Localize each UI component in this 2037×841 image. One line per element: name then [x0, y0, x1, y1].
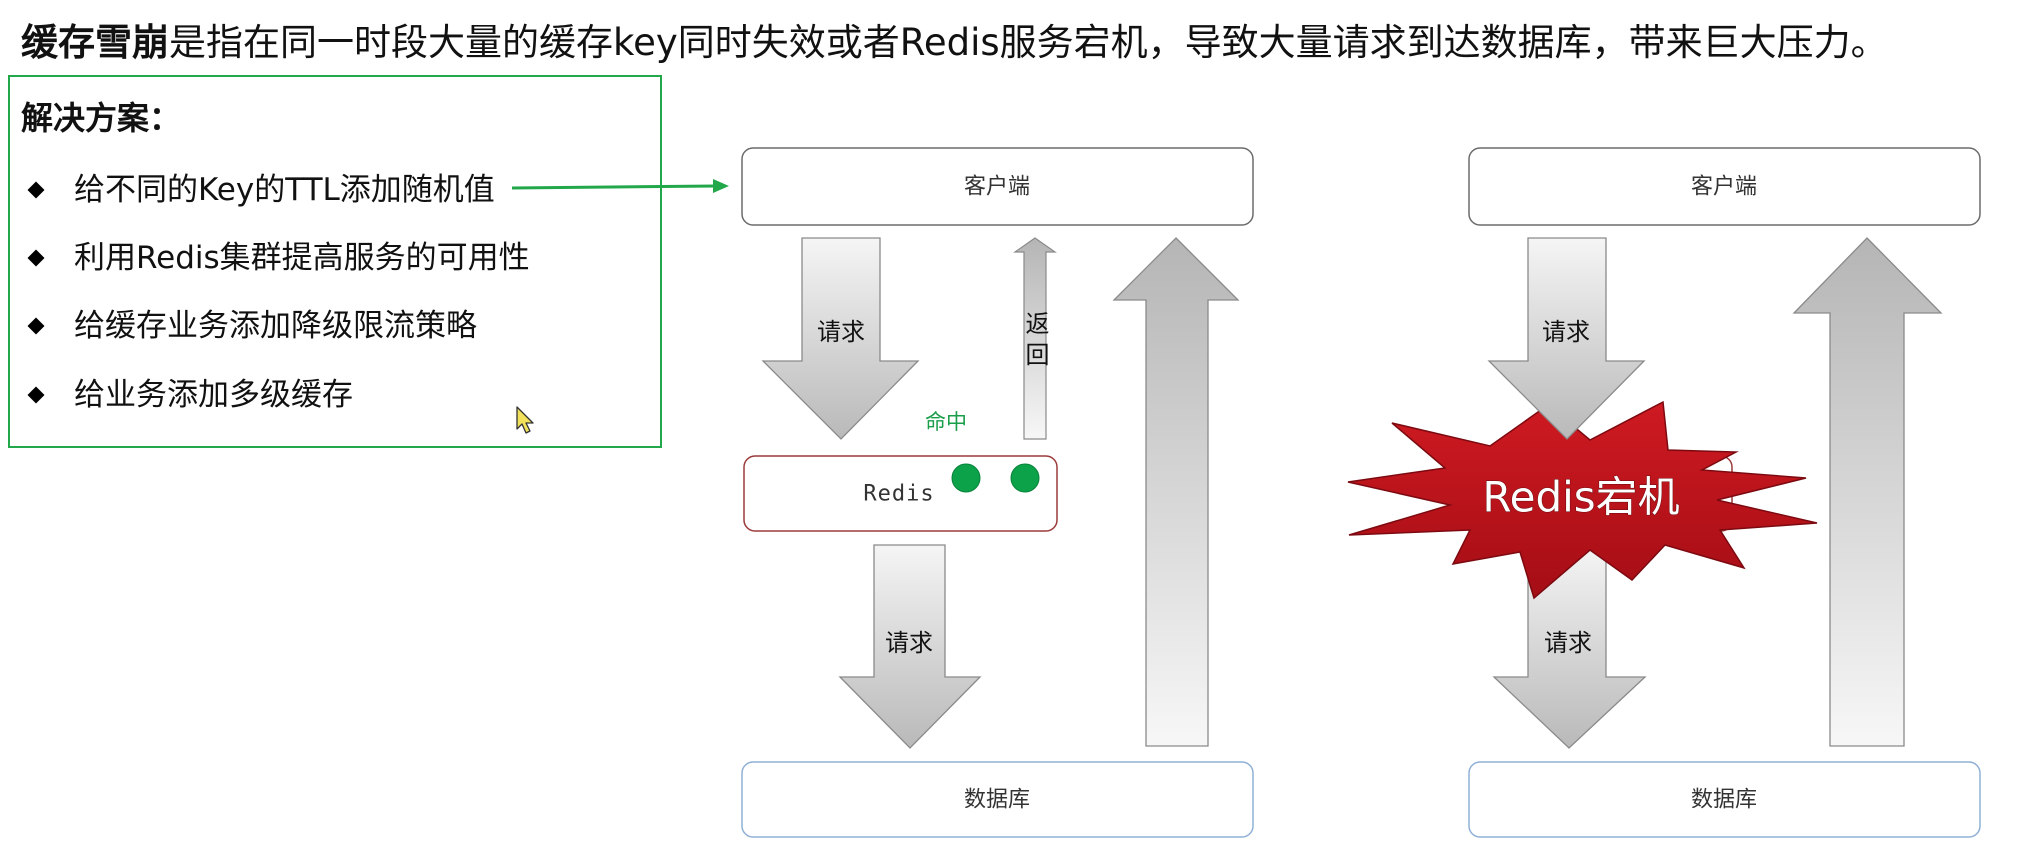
- solution-item: 给缓存业务添加降级限流策略: [10, 306, 650, 346]
- request-to-redis-arrow: [1487, 237, 1646, 440]
- request-to-db-label: 请求: [885, 629, 933, 657]
- solution-item-text: 给业务添加多级缓存: [74, 377, 353, 413]
- redis-down-label: Redis宕机: [1482, 473, 1679, 522]
- solution-item-text: 利用Redis集群提高服务的可用性: [74, 240, 530, 276]
- request-to-db-arrow: [1492, 544, 1647, 749]
- solution-item: 给业务添加多级缓存: [10, 375, 650, 415]
- green-dot-icon: [1010, 463, 1040, 493]
- green-dot-icon: [951, 463, 981, 493]
- return-arrow: [1013, 237, 1057, 440]
- client-box: [741, 147, 1254, 226]
- title-keyword: 缓存雪崩: [21, 21, 169, 64]
- database-label: 数据库: [964, 788, 1030, 813]
- green-arrow-icon: [511, 179, 729, 193]
- response-up-arrow: [1112, 237, 1240, 747]
- return-label: 返回: [1021, 311, 1049, 373]
- request-to-redis-label: 请求: [1542, 318, 1590, 346]
- request-to-db-arrow: [838, 544, 982, 749]
- solutions-heading: 解决方案：: [21, 99, 182, 137]
- client-label: 客户端: [1691, 175, 1757, 200]
- solution-item-text: 给缓存业务添加降级限流策略: [74, 308, 477, 344]
- solution-item: 利用Redis集群提高服务的可用性: [10, 238, 650, 278]
- solutions-box: 解决方案： 给不同的Key的TTL添加随机值 利用Redis集群提高服务的可用性…: [8, 75, 662, 448]
- database-box: [741, 761, 1254, 838]
- slide-title: 缓存雪崩是指在同一时段大量的缓存key同时失效或者Redis服务宕机，导致大量请…: [21, 21, 1888, 65]
- request-to-redis-arrow: [761, 237, 920, 440]
- solution-item: 给不同的Key的TTL添加随机值: [10, 170, 650, 210]
- mouse-cursor-icon: [516, 406, 534, 434]
- redis-label: Redis: [863, 482, 934, 507]
- client-label: 客户端: [964, 175, 1030, 200]
- normal-flow-diagram: 客户端 请求 命中 Redis 请求 数据库: [741, 147, 1254, 838]
- database-label: 数据库: [1691, 788, 1757, 813]
- database-box: [1468, 761, 1981, 838]
- redis-down-diagram: 客户端 请求 请求 Redis宕机 数据库: [1347, 147, 1981, 838]
- response-up-arrow: [1792, 237, 1943, 747]
- hit-label: 命中: [925, 410, 967, 434]
- title-description: 是指在同一时段大量的缓存key同时失效或者Redis服务宕机，导致大量请求到达数…: [169, 21, 1888, 64]
- solution-item-text: 给不同的Key的TTL添加随机值: [74, 172, 495, 208]
- request-to-redis-label: 请求: [817, 318, 865, 346]
- request-to-db-label: 请求: [1544, 629, 1592, 657]
- client-box: [1468, 147, 1981, 226]
